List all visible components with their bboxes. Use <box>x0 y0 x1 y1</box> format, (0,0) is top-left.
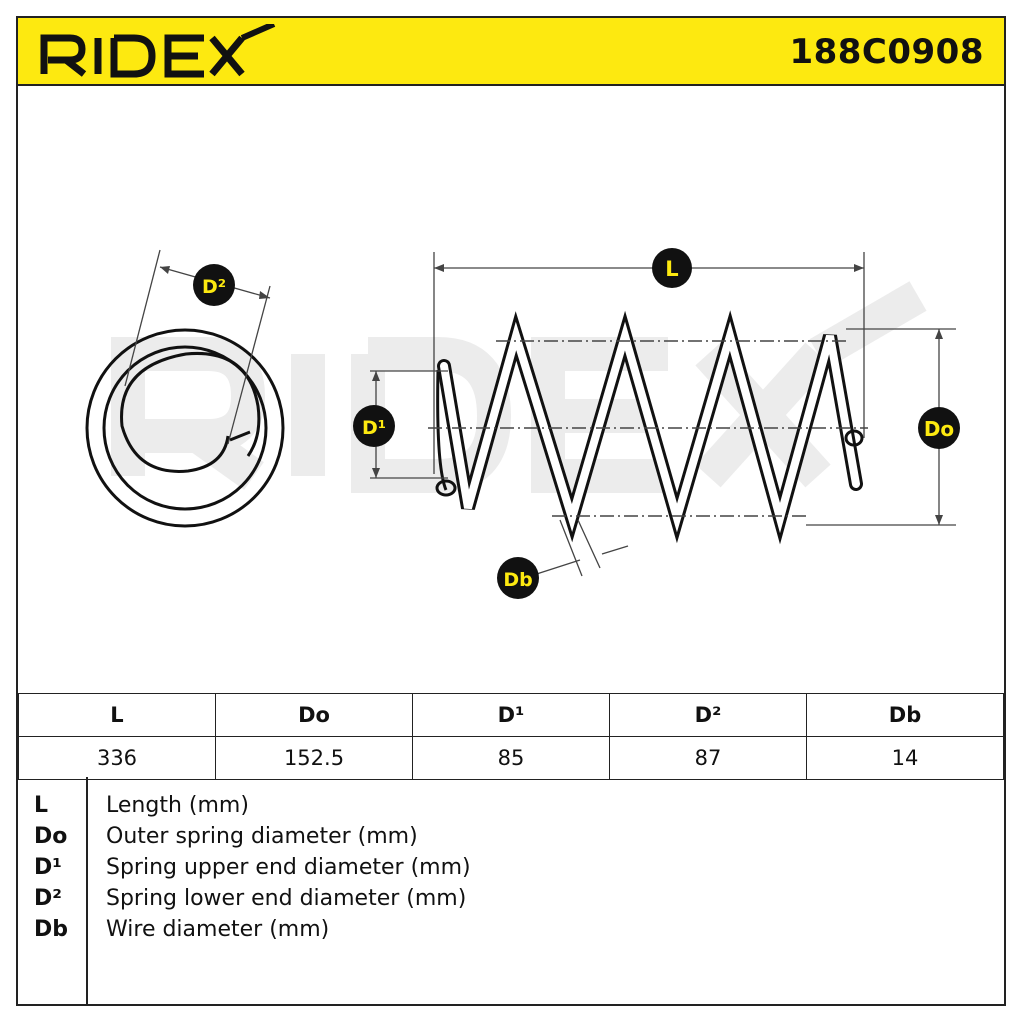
spec-header-do: Do <box>215 693 413 737</box>
label-do-text: Do <box>924 417 954 441</box>
label-d2-text: D² <box>202 276 226 298</box>
end-view <box>85 328 285 528</box>
spring-side-view-inner <box>440 321 860 534</box>
legend-item: D¹ Spring upper end diameter (mm) <box>18 855 1004 885</box>
legend-desc: Outer spring diameter (mm) <box>106 824 418 849</box>
spec-header-d1: D¹ <box>412 693 610 737</box>
legend-code: D² <box>34 886 62 911</box>
legend-code: Db <box>34 917 69 942</box>
l-arrow-right <box>854 264 864 272</box>
sheet-frame <box>16 16 1006 1006</box>
label-l: L <box>652 248 692 288</box>
d2-arrow-left <box>160 266 170 274</box>
ridex-logo <box>40 24 276 78</box>
l-arrow-left <box>434 264 444 272</box>
legend-code: L <box>34 793 49 818</box>
d2-arrow-right <box>259 291 270 299</box>
spec-value-d2: 87 <box>609 736 807 780</box>
spring-diagram: L Do D¹ D² Db <box>85 248 960 599</box>
legend-item: L Length (mm) <box>18 793 1004 823</box>
watermark-logo <box>111 281 927 493</box>
label-do: Do <box>918 407 960 449</box>
do-arrow-bottom <box>935 515 943 525</box>
label-d1-text: D¹ <box>362 417 386 439</box>
label-l-text: L <box>665 257 678 281</box>
spec-header-l: L <box>18 693 216 737</box>
label-db-text: Db <box>503 569 532 591</box>
legend-desc: Spring lower end diameter (mm) <box>106 886 467 911</box>
spec-value-row: 336 152.5 85 87 14 <box>18 736 1004 780</box>
legend-desc: Spring upper end diameter (mm) <box>106 855 471 880</box>
legend-code: Do <box>34 824 68 849</box>
part-number: 188C0908 <box>789 32 984 72</box>
spec-header-row: L Do D¹ D² Db <box>18 693 1004 737</box>
spec-value-db: 14 <box>806 736 1004 780</box>
label-db: Db <box>497 557 539 599</box>
legend: L Length (mm) Do Outer spring diameter (… <box>18 777 1004 1005</box>
spec-value-do: 152.5 <box>215 736 413 780</box>
spring-end-coils <box>435 369 864 497</box>
spec-value-d1: 85 <box>412 736 610 780</box>
spec-value-l: 336 <box>18 736 216 780</box>
spec-table: L Do D¹ D² Db 336 152.5 85 87 14 <box>18 693 1004 780</box>
label-d2: D² <box>193 264 235 306</box>
legend-code: D¹ <box>34 855 62 880</box>
reference-lines <box>428 340 868 517</box>
d1-arrow-bottom <box>372 468 380 478</box>
d1-arrow-top <box>372 371 380 381</box>
legend-desc: Length (mm) <box>106 793 249 818</box>
header-bar: 188C0908 <box>18 18 1004 86</box>
do-arrow-top <box>935 329 943 339</box>
l-dimension <box>433 252 865 474</box>
spec-header-d2: D² <box>609 693 807 737</box>
legend-item: Do Outer spring diameter (mm) <box>18 824 1004 854</box>
legend-item: D² Spring lower end diameter (mm) <box>18 886 1004 916</box>
legend-divider <box>86 777 88 1005</box>
spec-header-db: Db <box>806 693 1004 737</box>
label-d1: D¹ <box>353 405 395 447</box>
legend-desc: Wire diameter (mm) <box>106 917 330 942</box>
legend-item: Db Wire diameter (mm) <box>18 917 1004 947</box>
